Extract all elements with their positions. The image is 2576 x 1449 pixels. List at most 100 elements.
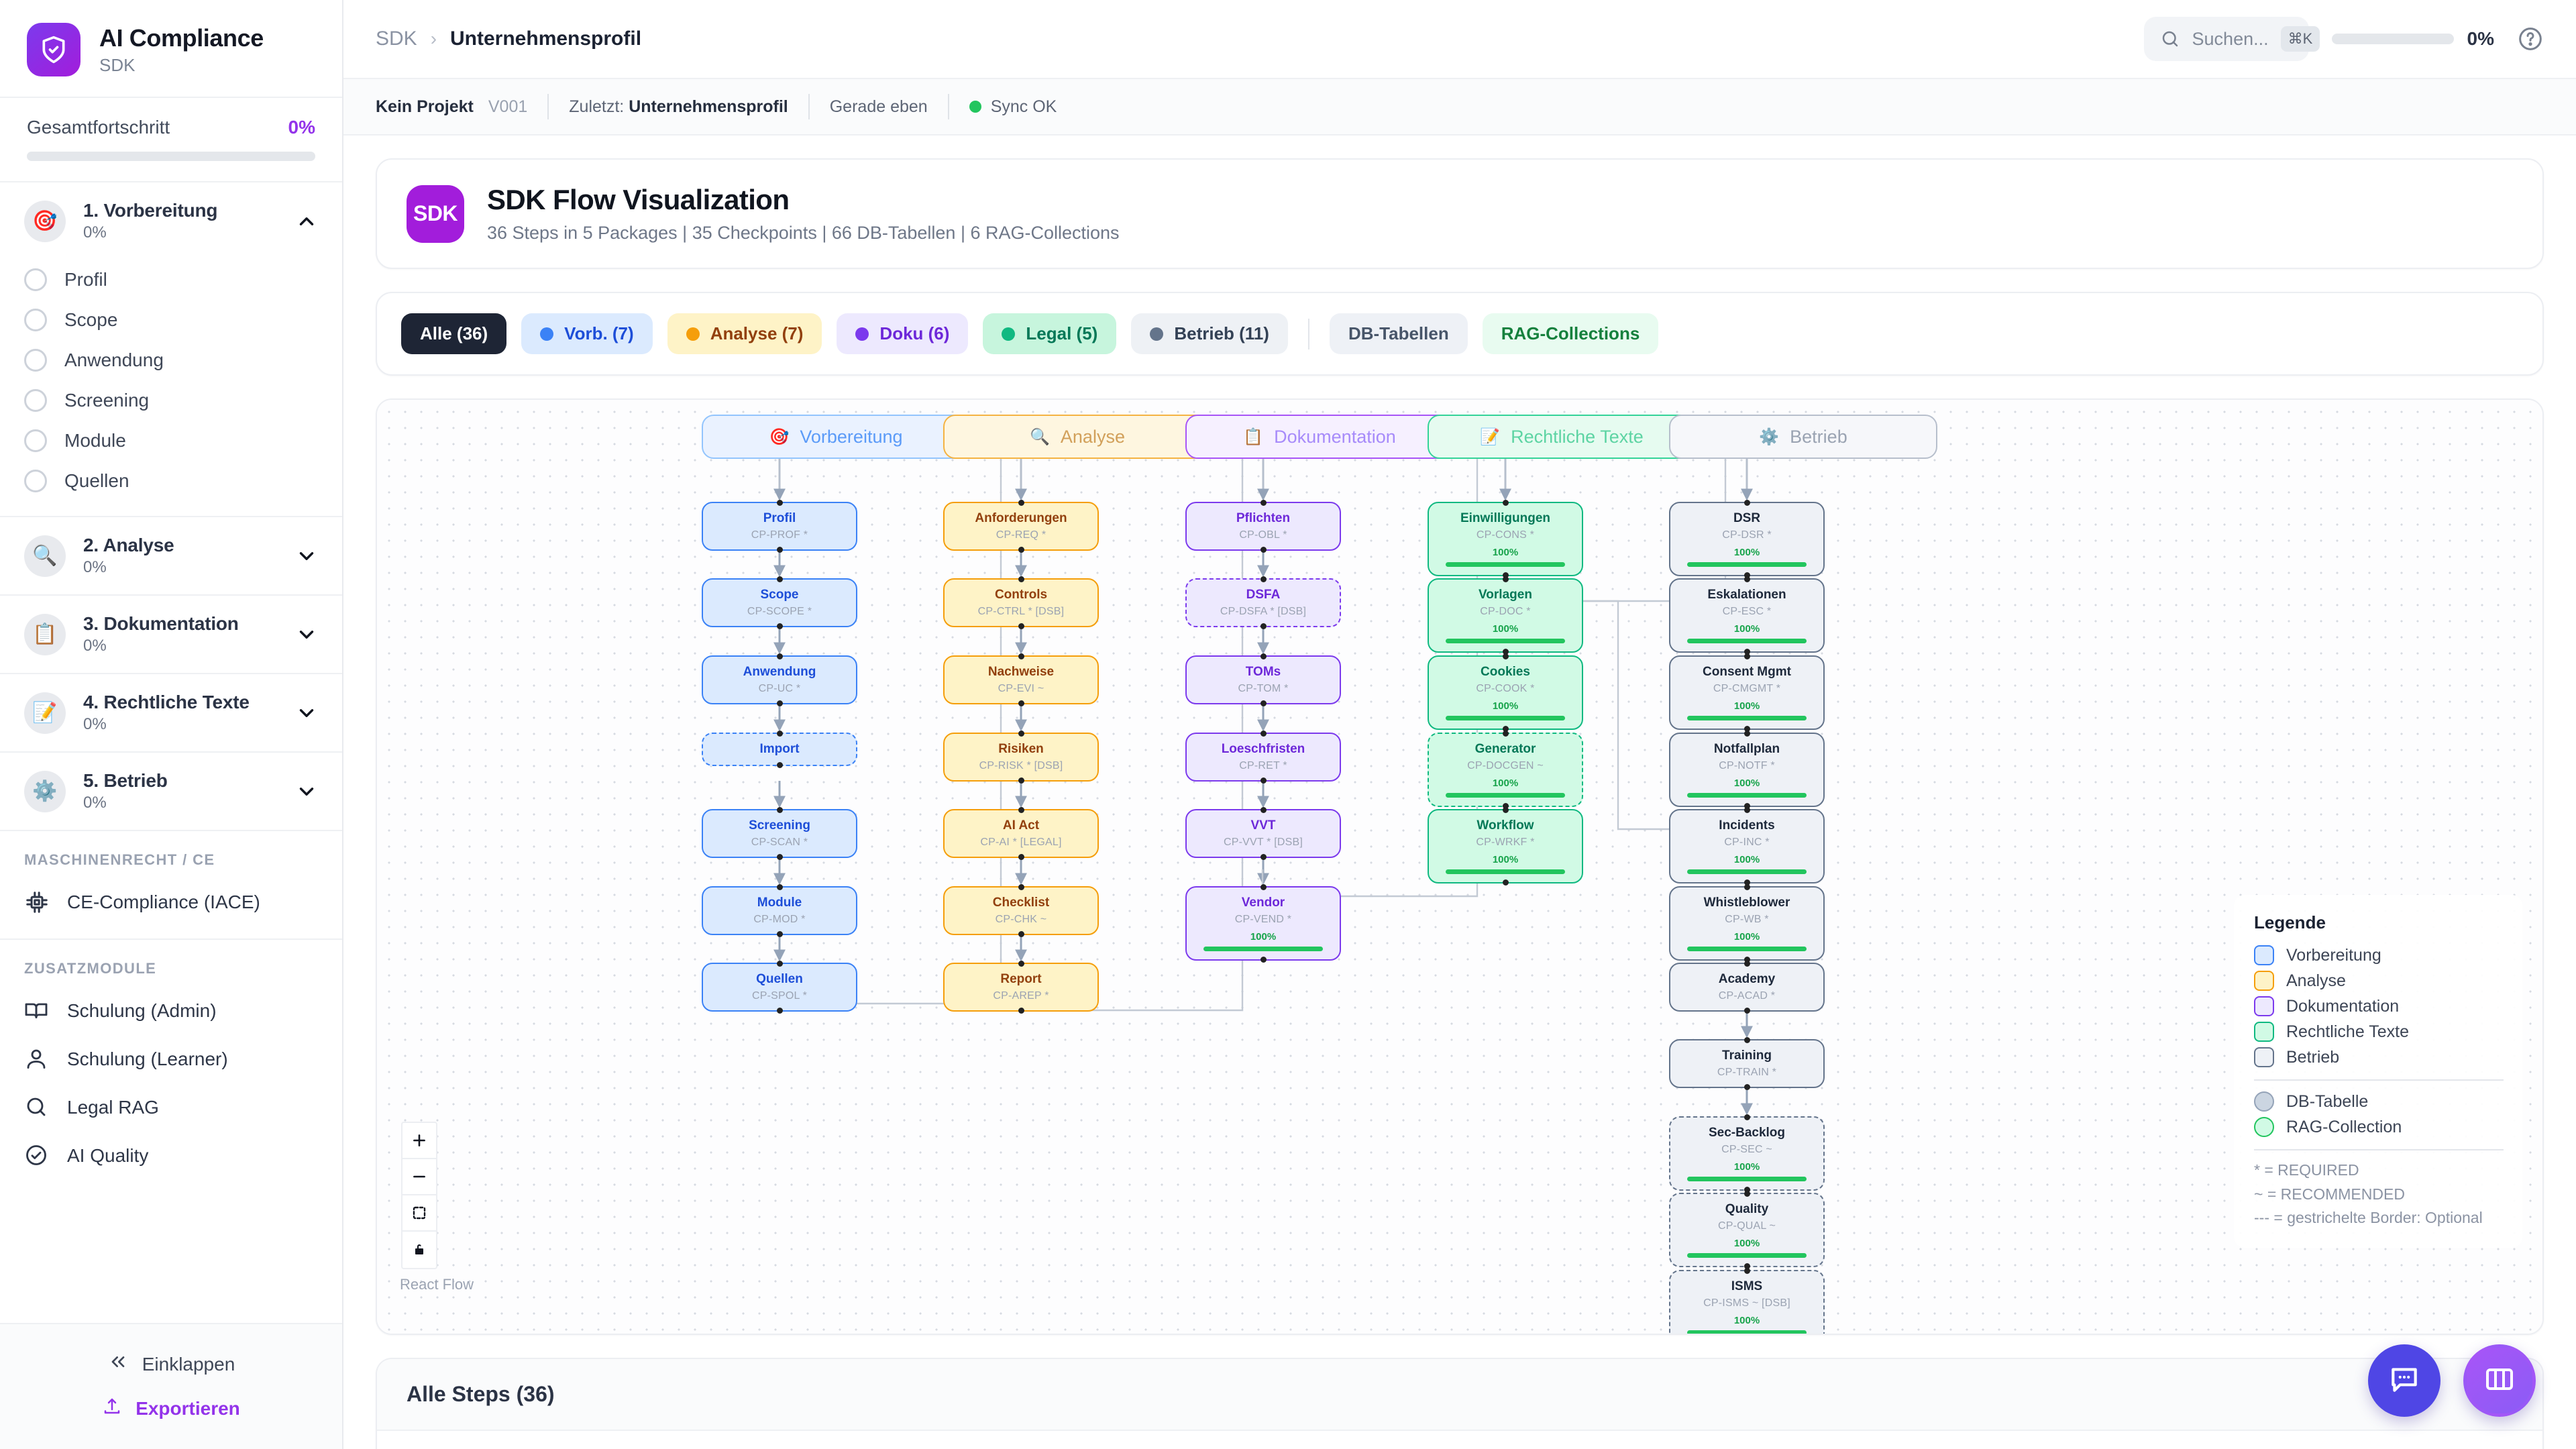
flow-group-betrieb[interactable]: ⚙️Betrieb (1669, 415, 1937, 459)
zoom-in-button[interactable] (402, 1123, 436, 1159)
node-handle-bottom (777, 930, 783, 937)
filter-pill-1[interactable]: Vorb. (7) (521, 313, 653, 354)
sidebar-item-screening[interactable]: Screening (0, 380, 342, 421)
legend-package-row: Vorbereitung (2254, 943, 2504, 968)
node-progress-value: 100% (1492, 623, 1519, 635)
search-input[interactable]: Suchen... ⌘K (2143, 17, 2320, 61)
brand-name: AI Compliance (99, 23, 264, 52)
filter-pill-2[interactable]: Analyse (7) (667, 313, 822, 354)
chevron-down-icon[interactable] (295, 780, 318, 803)
sidebar-item-scope[interactable]: Scope (0, 300, 342, 340)
sidebar-item-ai-quality[interactable]: AI Quality (0, 1132, 342, 1180)
sidebar-item-module[interactable]: Module (0, 421, 342, 461)
sidebar-item-anwendung[interactable]: Anwendung (0, 340, 342, 380)
flow-node-import[interactable]: Import (702, 731, 857, 768)
sidebar-item-quellen[interactable]: Quellen (0, 461, 342, 501)
node-code: CP-PROF * (751, 529, 808, 541)
export-button[interactable]: Exportieren (0, 1387, 342, 1430)
filter-pill-3[interactable]: Doku (6) (837, 313, 969, 354)
fit-view-button[interactable] (402, 1195, 436, 1232)
content: SDK SDK Flow Visualization 36 Steps in 5… (343, 136, 2576, 1449)
lock-icon[interactable] (402, 1232, 436, 1268)
sidebar-item-profil[interactable]: Profil (0, 260, 342, 300)
sidebar-item-schulung-admin[interactable]: Schulung (Admin) (0, 987, 342, 1035)
react-flow-attribution[interactable]: React Flow (400, 1276, 474, 1293)
group-emoji-icon: ⚙️ (1759, 427, 1780, 446)
filter-extra-0[interactable]: DB-Tabellen (1329, 313, 1468, 354)
flow-group-dokumentation[interactable]: 📋Dokumentation (1185, 415, 1454, 459)
flow-diagram[interactable]: 🎯Vorbereitung🔍Analyse📋Dokumentation📝Rech… (376, 398, 2544, 1335)
brand-header[interactable]: AI Compliance SDK (0, 0, 342, 98)
sidebar-item-schulung-learner[interactable]: Schulung (Learner) (0, 1035, 342, 1083)
chevron-down-icon[interactable] (295, 702, 318, 724)
filter-pill-0[interactable]: Alle (36) (401, 313, 507, 354)
sidebar-item-label: Module (64, 430, 126, 451)
chevron-down-icon[interactable] (295, 545, 318, 568)
sidebar-item-legal-rag[interactable]: Legal RAG (0, 1083, 342, 1132)
chevron-up-icon[interactable] (295, 210, 318, 233)
chat-fab[interactable] (2368, 1344, 2440, 1417)
status-radio-icon (24, 309, 47, 331)
node-code: CP-DOC * (1480, 605, 1531, 617)
breadcrumb-root[interactable]: SDK (376, 28, 417, 50)
flow-group-rechtliche-texte[interactable]: 📝Rechtliche Texte (1428, 415, 1696, 459)
node-handle-top (1503, 807, 1509, 813)
question-circle-icon[interactable] (2517, 25, 2544, 52)
filter-pill-4[interactable]: Legal (5) (983, 313, 1117, 354)
flow-group-analyse[interactable]: 🔍Analyse (943, 415, 1212, 459)
collapse-sidebar-button[interactable]: Einklappen (0, 1342, 342, 1387)
flow-canvas[interactable]: 🎯Vorbereitung🔍Analyse📋Dokumentation📝Rech… (377, 400, 2542, 1334)
chevron-down-icon[interactable] (295, 623, 318, 646)
zoom-out-button[interactable] (402, 1159, 436, 1195)
panel-fab[interactable] (2463, 1344, 2536, 1417)
node-title: DSR (1733, 511, 1761, 525)
chevron-right-icon: › (430, 28, 437, 49)
flow-group-vorbereitung[interactable]: 🎯Vorbereitung (702, 415, 970, 459)
filter-pill-5[interactable]: Betrieb (11) (1131, 313, 1288, 354)
legend-note: ~ = RECOMMENDED (2254, 1185, 2405, 1203)
sidebar-item-ce-compliance[interactable]: CE-Compliance (IACE) (0, 878, 342, 926)
filter-extra-1[interactable]: RAG-Collections (1482, 313, 1659, 354)
